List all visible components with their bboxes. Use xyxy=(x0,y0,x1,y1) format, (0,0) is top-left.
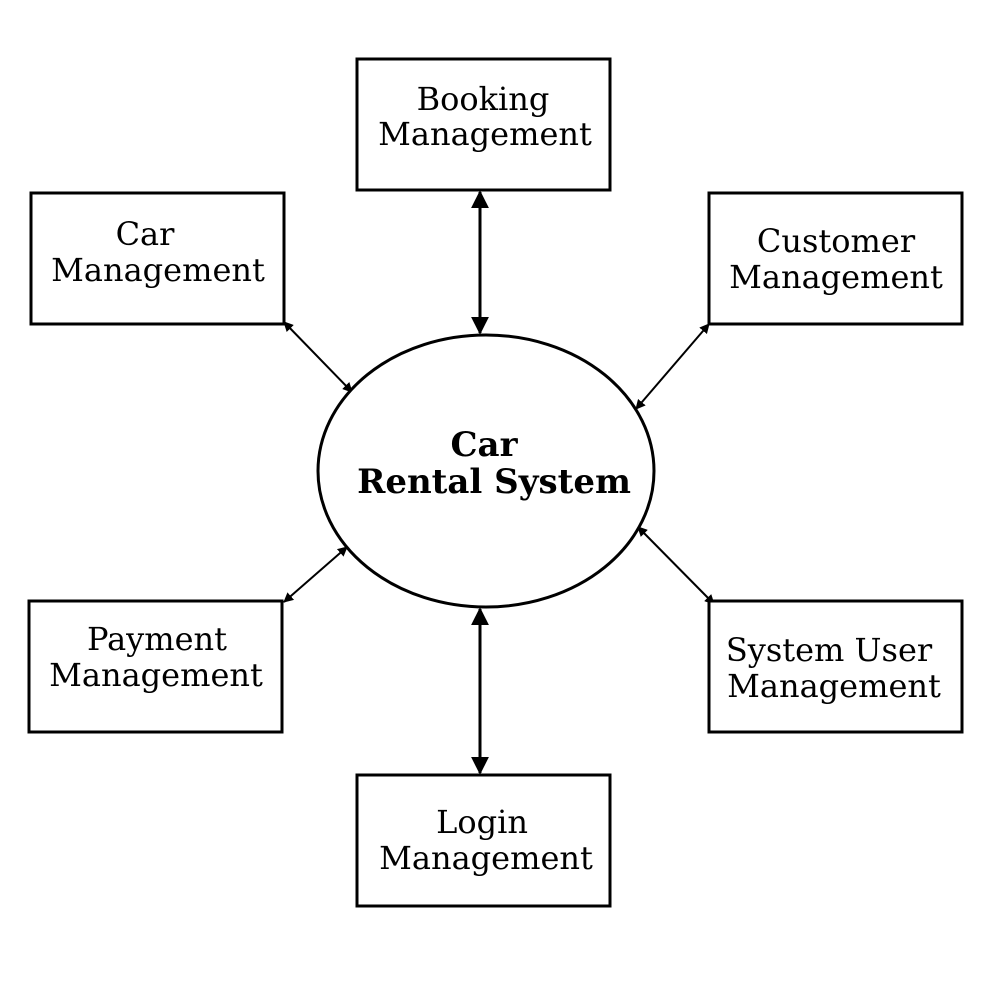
node-login-management[interactable]: Login Management xyxy=(355,773,612,908)
system-user-box xyxy=(707,599,964,734)
connector-system-user xyxy=(637,526,715,605)
node-system-user-management[interactable]: System User Management xyxy=(707,599,964,734)
car-line2: Management xyxy=(51,251,265,289)
booking-box xyxy=(355,57,612,192)
login-line2: Management xyxy=(379,839,593,877)
customer-box xyxy=(707,191,964,326)
center-ellipse xyxy=(316,333,656,609)
system-user-line1: System User xyxy=(726,631,933,669)
login-line1: Login xyxy=(436,803,528,841)
node-booking-management[interactable]: Booking Management xyxy=(355,57,612,192)
system-user-line2: Management xyxy=(727,667,941,705)
login-box xyxy=(355,773,612,908)
customer-line2: Management xyxy=(729,258,943,296)
center-node[interactable]: Car Rental System xyxy=(316,333,656,609)
payment-line2: Management xyxy=(49,656,263,694)
car-line1: Car xyxy=(116,215,176,253)
booking-line2: Management xyxy=(378,115,592,153)
car-box xyxy=(29,191,286,326)
node-car-management[interactable]: Car Management xyxy=(29,191,286,326)
payment-line1: Payment xyxy=(87,620,227,658)
center-title-line1: Car xyxy=(450,425,518,465)
connector-payment xyxy=(283,546,348,603)
payment-box xyxy=(27,599,284,734)
node-customer-management[interactable]: Customer Management xyxy=(707,191,964,326)
booking-line1: Booking xyxy=(417,80,550,118)
center-title-line2: Rental System xyxy=(357,462,631,502)
node-payment-management[interactable]: Payment Management xyxy=(27,599,284,734)
connector-car xyxy=(283,321,353,393)
connector-customer xyxy=(635,323,710,410)
customer-line1: Customer xyxy=(757,222,916,260)
